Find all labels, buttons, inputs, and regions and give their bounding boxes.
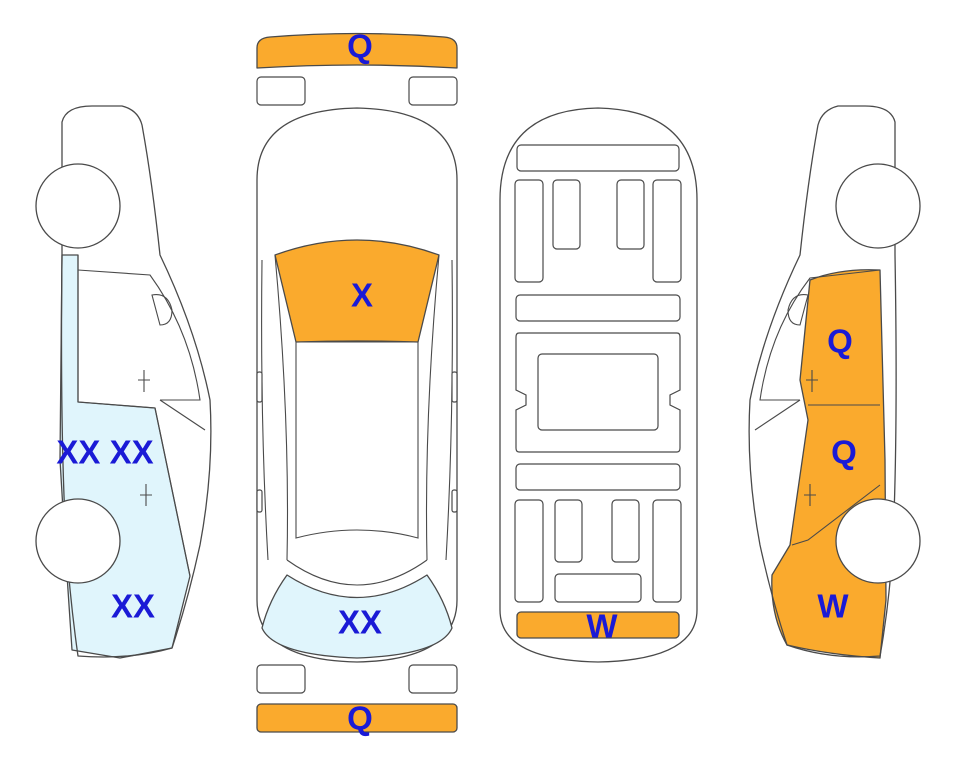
top-right-side-line	[446, 260, 452, 560]
right-rear-door-label: Q	[831, 434, 857, 471]
underbody-panel-9	[516, 464, 680, 490]
left-front-door-handle	[138, 370, 150, 392]
underbody-panel-1	[517, 145, 679, 171]
right-rear-wheel	[836, 499, 920, 583]
underbody-view: W	[500, 108, 697, 662]
top-left-side-line	[262, 260, 268, 560]
top-right-mirror	[452, 372, 457, 402]
rear-left-light	[257, 665, 305, 693]
right-mirror	[788, 295, 808, 325]
underbody-panel-13	[653, 500, 681, 602]
top-left-mirror	[257, 372, 262, 402]
underbody-panel-10	[515, 500, 543, 602]
top-roof	[296, 342, 418, 538]
left-pillar	[160, 400, 205, 430]
underbody-panel-4	[617, 180, 644, 249]
underbody-rear-label: W	[586, 608, 618, 645]
left-rear-wheel	[36, 499, 120, 583]
top-right-rear-mirror	[452, 490, 457, 512]
right-rear-quarter-label: W	[817, 588, 849, 625]
underbody-panel-11	[555, 500, 582, 562]
underbody-panel-3	[553, 180, 580, 249]
right-front-wheel	[836, 164, 920, 248]
underbody-panel-2	[515, 180, 543, 282]
front-right-light	[409, 77, 457, 105]
underbody-panel-6	[516, 295, 680, 321]
right-front-door-label: Q	[827, 323, 853, 360]
right-side-view: Q Q W	[749, 106, 920, 658]
right-pillar	[755, 400, 800, 430]
front-left-light	[257, 77, 305, 105]
top-left-rear-mirror	[257, 490, 262, 512]
trunk-lid-label: XX	[338, 604, 382, 641]
underbody-panel-8	[538, 354, 658, 430]
underbody-panel-12	[612, 500, 639, 562]
underbody-panel-5	[653, 180, 681, 282]
left-rear-quarter-label: XX	[111, 588, 155, 625]
top-view: Q X XX Q	[257, 28, 457, 737]
left-side-view: XX XX XX	[36, 106, 211, 658]
rear-window	[287, 560, 427, 585]
underbody-panel-14	[555, 574, 641, 602]
rear-right-light	[409, 665, 457, 693]
front-bumper-label: Q	[347, 28, 373, 65]
left-front-wheel	[36, 164, 120, 248]
hood-label: X	[351, 277, 373, 314]
left-door-area-label: XX XX	[56, 434, 153, 471]
left-mirror	[152, 295, 172, 325]
rear-bumper-label: Q	[347, 700, 373, 737]
